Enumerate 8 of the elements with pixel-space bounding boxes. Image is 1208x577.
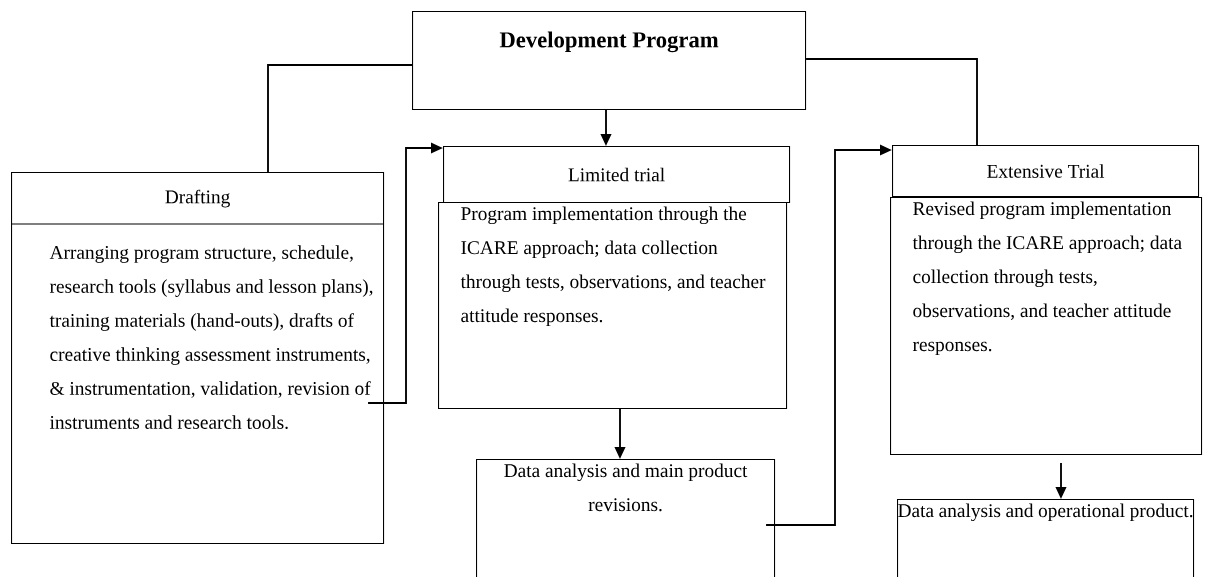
activity-box: Revised program implementation through the ICARE approach; data collection through tests, observations, and teacher attitude responses.	[890, 197, 1203, 456]
stage-header-box: Limited trial	[443, 146, 791, 204]
stage-box: Drafting Arranging program structure, schedule, research tools (syllabus and lesson plans), training materials (hand-outs), drafts of creative thinking assessment instruments, & instrumentation, validation, revision of instruments and research tools.	[11, 172, 385, 545]
program-box: Development Program	[412, 11, 807, 111]
stage-header-box: Extensive Trial	[892, 145, 1200, 198]
activity-box: Program implementation through the ICARE approach; data collection through tests, observations, and teacher attitude responses.	[438, 202, 788, 410]
result-box: Data analysis and operational product.	[897, 499, 1195, 577]
result-box: Data analysis and main product revisions.	[476, 459, 776, 577]
